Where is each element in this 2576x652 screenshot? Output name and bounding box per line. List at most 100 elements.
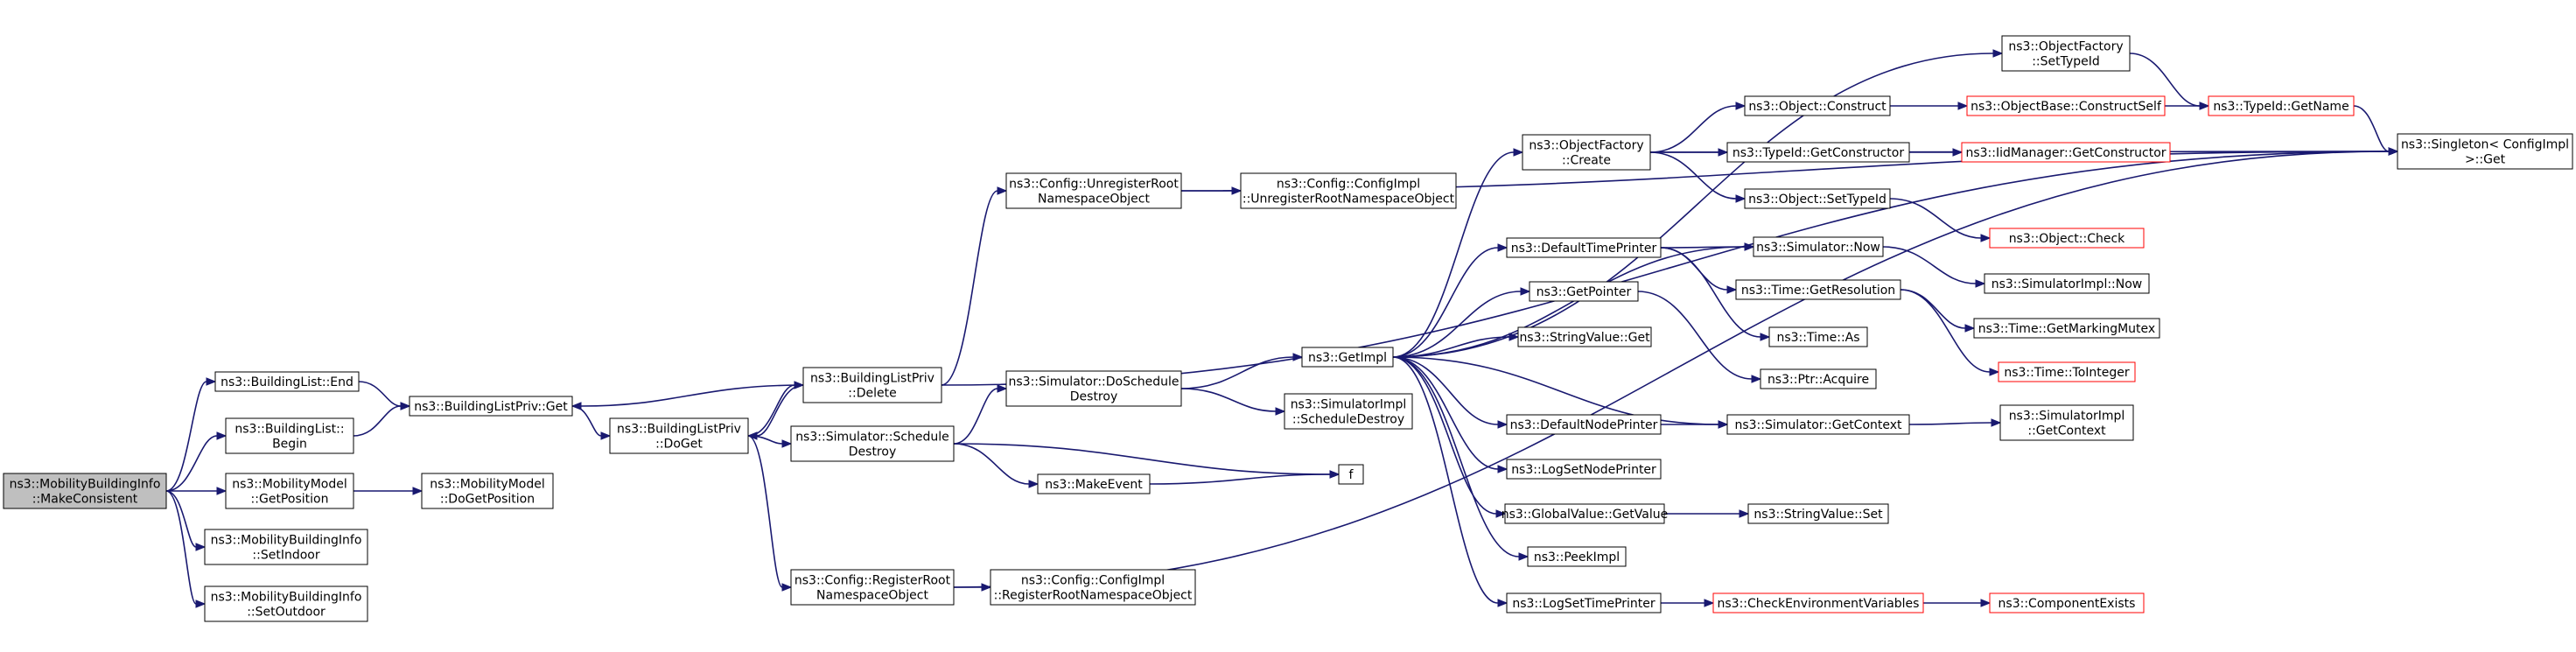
node-box xyxy=(1338,464,1364,485)
node-box xyxy=(1037,473,1151,494)
node-typeid-getname[interactable]: ns3::TypeId::GetName xyxy=(2208,95,2355,116)
node-ptr-acquire[interactable]: ns3::Ptr::Acquire xyxy=(1760,368,1877,389)
node-sim-getcontext[interactable]: ns3::Simulator::GetContext xyxy=(1726,414,1910,435)
node-sim-schdestroy[interactable]: ns3::Simulator::ScheduleDestroy xyxy=(790,425,955,462)
node-box xyxy=(204,585,368,622)
node-objfact-create[interactable]: ns3::ObjectFactory::Create xyxy=(1522,134,1651,171)
node-globalvalue-getvalue[interactable]: ns3::GlobalValue::GetValue xyxy=(1502,503,1668,524)
node-cfg-regroot[interactable]: ns3::Config::RegisterRootNamespaceObject xyxy=(790,569,955,606)
node-box xyxy=(1522,134,1651,171)
node-label: NamespaceObject xyxy=(816,589,928,603)
function-nodes: ns3::MobilityBuildingInfo::MakeConsisten… xyxy=(3,35,2573,622)
node-label: ::DoGet xyxy=(655,438,703,452)
node-mbi-setin[interactable]: ns3::MobilityBuildingInfo::SetIndoor xyxy=(204,529,368,565)
edge-root-to-bl-end xyxy=(165,377,217,492)
node-deftimeprinter[interactable]: ns3::DefaultTimePrinter xyxy=(1506,237,1662,258)
node-getimpl[interactable]: ns3::GetImpl xyxy=(1301,347,1394,368)
node-box xyxy=(1517,326,1652,347)
edge-blp-doget-to-sim-schdestroy xyxy=(747,435,793,448)
node-peekimpl[interactable]: ns3::PeekImpl xyxy=(1527,546,1627,567)
node-objfact-settypeid[interactable]: ns3::ObjectFactory::SetTypeId xyxy=(2001,35,2131,72)
node-root[interactable]: ns3::MobilityBuildingInfo::MakeConsisten… xyxy=(3,473,167,509)
node-box xyxy=(1527,546,1627,567)
node-box xyxy=(421,473,554,509)
node-box xyxy=(1506,592,1662,613)
edge-arrowhead xyxy=(1275,407,1286,416)
node-sim-now[interactable]: ns3::Simulator::Now xyxy=(1753,236,1884,257)
edge-root-to-mbi-setout xyxy=(165,490,206,608)
node-defnodeprinter[interactable]: ns3::DefaultNodePrinter xyxy=(1506,414,1662,435)
node-cfgimpl-unreg[interactable]: ns3::Config::ConfigImpl::UnregisterRootN… xyxy=(1240,172,1457,209)
edge-logsettimeprinter-to-checkenv xyxy=(1661,599,1715,607)
node-object-settypeid[interactable]: ns3::Object::SetTypeId xyxy=(1744,188,1891,209)
edge-root-to-mm-getpos xyxy=(166,487,228,495)
edge-getpointer-to-ptr-acquire xyxy=(1637,291,1762,383)
node-makeevent[interactable]: ns3::MakeEvent xyxy=(1037,473,1151,494)
node-box xyxy=(1506,414,1662,435)
node-box xyxy=(990,569,1196,606)
node-objbase-constructself[interactable]: ns3::ObjectBase::ConstructSelf xyxy=(1966,95,2166,116)
node-label: ns3::DefaultNodePrinter xyxy=(1510,418,1658,432)
node-object-check[interactable]: ns3::Object::Check xyxy=(1989,228,2145,249)
node-box xyxy=(1768,326,1868,347)
node-componentexists[interactable]: ns3::ComponentExists xyxy=(1989,592,2145,613)
node-time-as[interactable]: ns3::Time::As xyxy=(1768,326,1868,347)
node-time-getmarkingmutex[interactable]: ns3::Time::GetMarkingMutex xyxy=(1973,318,2160,339)
node-cfgimpl-reg[interactable]: ns3::Config::ConfigImpl::RegisterRootNam… xyxy=(990,569,1196,606)
node-blp-delete[interactable]: ns3::BuildingListPriv::Delete xyxy=(802,367,942,403)
node-label: ns3::TypeId::GetName xyxy=(2213,100,2348,114)
edge-arrowhead xyxy=(794,381,805,389)
node-logsetnodeprinter[interactable]: ns3::LogSetNodePrinter xyxy=(1506,459,1662,480)
node-object-construct[interactable]: ns3::Object::Construct xyxy=(1744,95,1891,116)
edge-line xyxy=(941,151,2390,386)
node-typeid-getconstructor[interactable]: ns3::TypeId::GetConstructor xyxy=(1726,142,1910,163)
node-singleton-get[interactable]: ns3::Singleton< ConfigImpl >::Get xyxy=(2397,133,2573,170)
node-mm-getpos[interactable]: ns3::MobilityModel::GetPosition xyxy=(225,473,354,509)
node-label: ns3::Simulator::DoSchedule xyxy=(1009,375,1180,389)
edge-arrowhead xyxy=(997,384,1008,393)
node-blp-doget[interactable]: ns3::BuildingListPriv::DoGet xyxy=(609,417,749,454)
edge-blp-get-to-blp-doget xyxy=(571,405,612,440)
node-stringvalue-set[interactable]: ns3::StringValue::Set xyxy=(1747,503,1889,524)
edge-object-settypeid-to-object-check xyxy=(1889,198,1992,242)
node-stringvalue-get[interactable]: ns3::StringValue::Get xyxy=(1517,326,1652,347)
node-time-tointeger[interactable]: ns3::Time::ToInteger xyxy=(1998,361,2136,382)
node-label: ns3::StringValue::Get xyxy=(1519,331,1650,345)
node-simimpl-now[interactable]: ns3::SimulatorImpl::Now xyxy=(1984,273,2150,294)
edge-line xyxy=(953,443,1030,485)
edge-arrowhead xyxy=(2199,102,2210,110)
node-bl-begin[interactable]: ns3::BuildingList::Begin xyxy=(225,417,354,454)
edge-arrowhead xyxy=(1980,599,1992,607)
node-logsettimeprinter[interactable]: ns3::LogSetTimePrinter xyxy=(1506,592,1662,613)
node-checkenv[interactable]: ns3::CheckEnvironmentVariables xyxy=(1712,592,1924,613)
node-box xyxy=(2397,133,2573,170)
node-getpointer[interactable]: ns3::GetPointer xyxy=(1529,281,1639,302)
node-label: ns3::Ptr::Acquire xyxy=(1768,373,1869,387)
edge-makeevent-to-f xyxy=(1149,470,1340,485)
edge-line xyxy=(1882,246,1977,284)
edge-getimpl-to-objfact-create xyxy=(1392,148,1524,358)
node-blp-get[interactable]: ns3::BuildingListPriv::Get xyxy=(409,396,573,417)
node-simimpl-schdestroy[interactable]: ns3::SimulatorImpl::ScheduleDestroy xyxy=(1284,393,1413,430)
node-cfg-unregroot[interactable]: ns3::Config::UnregisterRootNamespaceObje… xyxy=(1005,172,1182,209)
node-mbi-setout[interactable]: ns3::MobilityBuildingInfo::SetOutdoor xyxy=(204,585,368,622)
edge-line xyxy=(1392,247,1499,358)
edge-sim-now-to-simimpl-now xyxy=(1882,246,1986,288)
edge-getimpl-to-getpointer xyxy=(1392,287,1531,358)
edge-defnodeprinter-to-sim-getcontext xyxy=(1661,420,1729,429)
node-time-getresolution[interactable]: ns3::Time::GetResolution xyxy=(1735,279,1901,300)
node-mm-dogetpos[interactable]: ns3::MobilityModel::DoGetPosition xyxy=(421,473,554,509)
node-label: ns3::BuildingList::End xyxy=(220,375,354,389)
edge-line xyxy=(1392,356,1499,470)
edge-arrowhead xyxy=(1957,102,1969,110)
node-box xyxy=(2208,95,2355,116)
node-label: ns3::MobilityModel xyxy=(232,478,347,492)
node-label: ns3::TypeId::GetConstructor xyxy=(1732,146,1904,160)
node-f[interactable]: f xyxy=(1338,464,1364,485)
node-iidmanager-getconstructor[interactable]: ns3::IidManager::GetConstructor xyxy=(1961,142,2171,163)
node-bl-end[interactable]: ns3::BuildingList::End xyxy=(214,371,360,392)
node-simimpl-getcontext[interactable]: ns3::SimulatorImpl::GetContext xyxy=(1999,404,2134,441)
edge-arrowhead xyxy=(1992,49,2004,58)
